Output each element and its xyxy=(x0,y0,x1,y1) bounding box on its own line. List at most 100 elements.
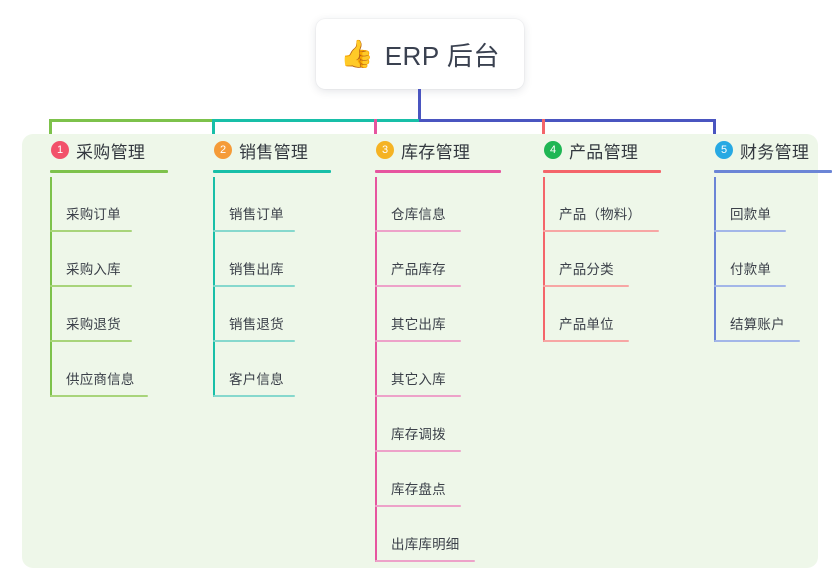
leaf-item-rule xyxy=(213,395,295,397)
leaf-item[interactable]: 回款单 xyxy=(701,177,809,232)
branch-title-1: 采购管理 xyxy=(76,142,146,162)
leaf-item[interactable]: 采购订单 xyxy=(37,177,145,232)
leaf-item[interactable]: 产品分类 xyxy=(530,232,638,287)
leaf-item-label: 产品分类 xyxy=(559,262,614,277)
leaf-item-label: 采购退货 xyxy=(66,317,121,332)
leaf-item[interactable]: 销售出库 xyxy=(200,232,308,287)
branch-column-5: 5 财务管理回款单付款单结算账户 xyxy=(701,134,832,342)
branch-bar-segment-green xyxy=(50,119,215,122)
leaf-item-label: 销售订单 xyxy=(229,207,284,222)
branch-header-rule-4 xyxy=(543,170,661,173)
leaf-item[interactable]: 供应商信息 xyxy=(37,342,148,397)
branch-spine-4 xyxy=(543,177,545,342)
leaf-item-label: 回款单 xyxy=(730,207,772,222)
branch-header-rule-3 xyxy=(375,170,501,173)
leaf-item[interactable]: 仓库信息 xyxy=(362,177,470,232)
leaf-item[interactable]: 其它出库 xyxy=(362,287,470,342)
branch-spine-2 xyxy=(213,177,215,397)
leaf-item-label: 采购入库 xyxy=(66,262,121,277)
leaf-item-rule xyxy=(375,230,461,232)
branch-header-5[interactable]: 5 财务管理 xyxy=(701,134,809,166)
branch-title-5: 财务管理 xyxy=(740,142,810,162)
leaf-item[interactable]: 销售退货 xyxy=(200,287,308,342)
leaf-item-rule xyxy=(543,285,629,287)
leaf-item-label: 客户信息 xyxy=(229,372,284,387)
leaf-item-label: 供应商信息 xyxy=(66,372,135,387)
branch-badge-1: 1 xyxy=(51,141,69,159)
leaf-item[interactable]: 库存盘点 xyxy=(362,452,470,507)
branch-column-1: 1 采购管理采购订单采购入库采购退货供应商信息 xyxy=(37,134,168,397)
leaf-item-label: 库存调拨 xyxy=(391,427,446,442)
leaf-item[interactable]: 采购退货 xyxy=(37,287,145,342)
branch-header-3[interactable]: 3 库存管理 xyxy=(362,134,470,166)
leaf-item[interactable]: 库存调拨 xyxy=(362,397,470,452)
branch-spine-1 xyxy=(50,177,52,397)
leaf-item-rule xyxy=(50,340,132,342)
leaf-item-label: 采购订单 xyxy=(66,207,121,222)
branch-title-4: 产品管理 xyxy=(569,142,639,162)
branch-badge-2: 2 xyxy=(214,141,232,159)
leaf-item-label: 销售出库 xyxy=(229,262,284,277)
leaf-item-label: 仓库信息 xyxy=(391,207,446,222)
leaf-item-rule xyxy=(375,395,461,397)
thumbs-up-icon: 👍 xyxy=(340,38,374,69)
root-node-label: ERP 后台 xyxy=(384,40,500,71)
branch-badge-3: 3 xyxy=(376,141,394,159)
leaf-item[interactable]: 产品（物料） xyxy=(530,177,659,232)
leaf-item-rule xyxy=(375,505,461,507)
branch-header-4[interactable]: 4 产品管理 xyxy=(530,134,638,166)
branch-bar-segment-blue xyxy=(419,119,716,122)
leaf-item-rule xyxy=(714,340,800,342)
branch-items-5: 回款单付款单结算账户 xyxy=(701,177,809,342)
leaf-item-rule xyxy=(50,285,132,287)
branch-column-3: 3 库存管理仓库信息产品库存其它出库其它入库库存调拨库存盘点出库库明细 xyxy=(362,134,501,562)
leaf-item-rule xyxy=(213,340,295,342)
branch-badge-4: 4 xyxy=(544,141,562,159)
leaf-item-rule xyxy=(375,340,461,342)
leaf-item-label: 其它入库 xyxy=(391,372,446,387)
branch-header-rule-1 xyxy=(50,170,168,173)
leaf-item[interactable]: 结算账户 xyxy=(701,287,809,342)
leaf-item-label: 付款单 xyxy=(730,262,772,277)
branch-badge-5: 5 xyxy=(715,141,733,159)
leaf-item-label: 销售退货 xyxy=(229,317,284,332)
leaf-item[interactable]: 客户信息 xyxy=(200,342,308,397)
branch-spine-5 xyxy=(714,177,716,342)
leaf-item-label: 出库库明细 xyxy=(391,537,460,552)
branch-items-3: 仓库信息产品库存其它出库其它入库库存调拨库存盘点出库库明细 xyxy=(362,177,475,562)
leaf-item-label: 其它出库 xyxy=(391,317,446,332)
leaf-item[interactable]: 其它入库 xyxy=(362,342,470,397)
leaf-item[interactable]: 销售订单 xyxy=(200,177,308,232)
leaf-item[interactable]: 产品单位 xyxy=(530,287,638,342)
branch-header-1[interactable]: 1 采购管理 xyxy=(37,134,145,166)
leaf-item-rule xyxy=(714,230,786,232)
branch-column-4: 4 产品管理产品（物料） 产品分类产品单位 xyxy=(530,134,661,342)
leaf-item-rule xyxy=(543,340,629,342)
branch-header-rule-2 xyxy=(213,170,331,173)
leaf-item[interactable]: 产品库存 xyxy=(362,232,470,287)
leaf-item-label: 产品单位 xyxy=(559,317,614,332)
branch-title-3: 库存管理 xyxy=(401,142,471,162)
leaf-item[interactable]: 付款单 xyxy=(701,232,809,287)
branch-items-1: 采购订单采购入库采购退货供应商信息 xyxy=(37,177,148,397)
leaf-item-rule xyxy=(213,230,295,232)
leaf-item[interactable]: 采购入库 xyxy=(37,232,145,287)
leaf-item-rule xyxy=(375,560,475,562)
branch-items-4: 产品（物料） 产品分类产品单位 xyxy=(530,177,659,342)
leaf-item-label: 产品（物料） xyxy=(559,207,642,222)
leaf-item-rule xyxy=(50,230,132,232)
leaf-item[interactable]: 出库库明细 xyxy=(362,507,475,562)
leaf-item-rule xyxy=(543,230,659,232)
root-node[interactable]: 👍 ERP 后台 xyxy=(316,19,524,89)
branch-spine-3 xyxy=(375,177,377,562)
leaf-item-rule xyxy=(50,395,148,397)
leaf-item-label: 结算账户 xyxy=(730,317,785,332)
branch-bar-segment-teal xyxy=(213,119,421,122)
root-stem-line xyxy=(418,89,421,122)
branch-header-rule-5 xyxy=(714,170,832,173)
leaf-item-label: 产品库存 xyxy=(391,262,446,277)
